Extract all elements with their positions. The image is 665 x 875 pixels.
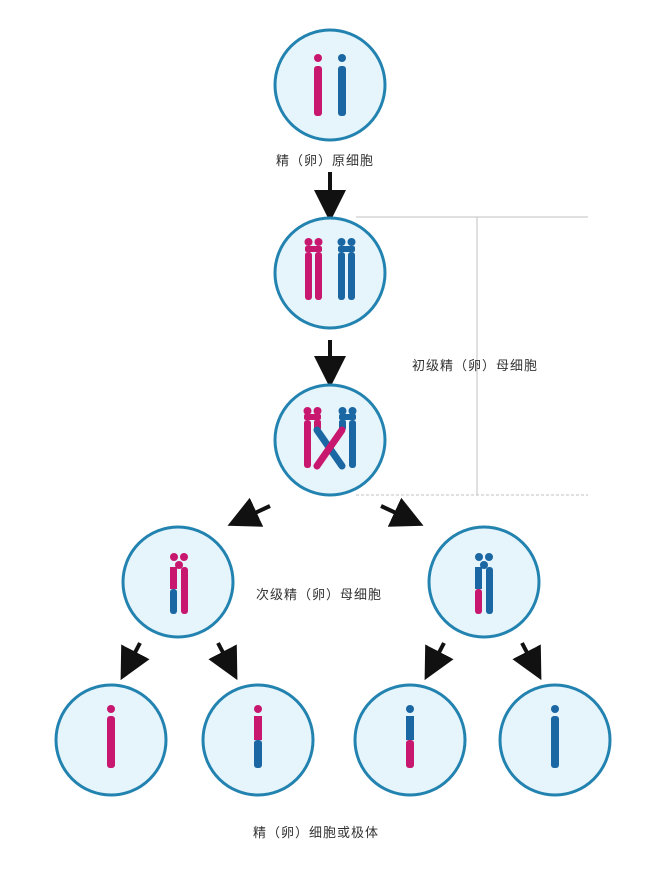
cell-secondary-right — [427, 525, 541, 639]
chromosome-blue-cross — [338, 407, 357, 468]
chromosome-blue-pair — [337, 238, 356, 300]
label-primary: 初级精（卵）母细胞 — [412, 359, 539, 374]
primary-stage-bracket — [356, 216, 588, 496]
label-secondary: 次级精（卵）母细胞 — [256, 588, 383, 603]
label-primordial: 精（卵）原细胞 — [276, 154, 375, 169]
cell-secondary-left — [121, 525, 235, 639]
cell-primary-replicated — [273, 216, 387, 330]
chromosome-magenta-pair — [304, 238, 323, 300]
cell-gamete-1 — [54, 683, 168, 797]
cell-primordial — [273, 28, 387, 142]
cell-gamete-2 — [201, 683, 315, 797]
cell-gamete-4 — [498, 683, 612, 797]
arrow-rr — [512, 642, 542, 681]
arrow-right-split — [380, 497, 424, 527]
label-gamete: 精（卵）细胞或极体 — [253, 826, 380, 841]
arrow-lr — [208, 642, 238, 681]
chromosome-magenta — [314, 54, 322, 116]
cell-primary-crossover — [273, 383, 387, 497]
arrow-rl — [424, 642, 454, 681]
chromosome-blue — [338, 54, 346, 116]
cell-gamete-3 — [353, 683, 467, 797]
arrow-ll — [120, 642, 150, 681]
arrow-left-split — [227, 497, 271, 527]
chromosome-magenta-cross — [303, 407, 322, 468]
arrows — [120, 172, 542, 681]
